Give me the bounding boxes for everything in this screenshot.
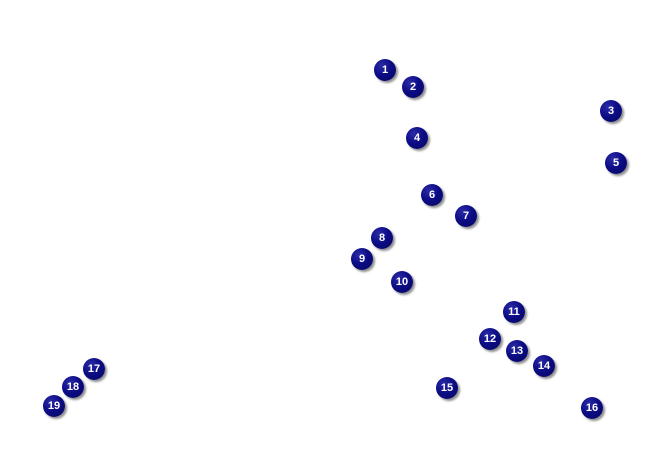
marker-12[interactable]: 12 — [479, 328, 501, 350]
marker-11[interactable]: 11 — [503, 301, 525, 323]
marker-10[interactable]: 10 — [391, 271, 413, 293]
marker-13[interactable]: 13 — [506, 340, 528, 362]
marker-18[interactable]: 18 — [62, 376, 84, 398]
marker-3[interactable]: 3 — [600, 100, 622, 122]
marker-9[interactable]: 9 — [351, 248, 373, 270]
marker-2[interactable]: 2 — [402, 76, 424, 98]
marker-8[interactable]: 8 — [371, 227, 393, 249]
marker-6[interactable]: 6 — [421, 184, 443, 206]
marker-14[interactable]: 14 — [533, 355, 555, 377]
marker-15[interactable]: 15 — [436, 377, 458, 399]
marker-17[interactable]: 17 — [83, 358, 105, 380]
marker-5[interactable]: 5 — [605, 152, 627, 174]
marker-16[interactable]: 16 — [581, 397, 603, 419]
marker-19[interactable]: 19 — [43, 395, 65, 417]
marker-1[interactable]: 1 — [374, 59, 396, 81]
marker-7[interactable]: 7 — [455, 205, 477, 227]
marker-4[interactable]: 4 — [406, 127, 428, 149]
